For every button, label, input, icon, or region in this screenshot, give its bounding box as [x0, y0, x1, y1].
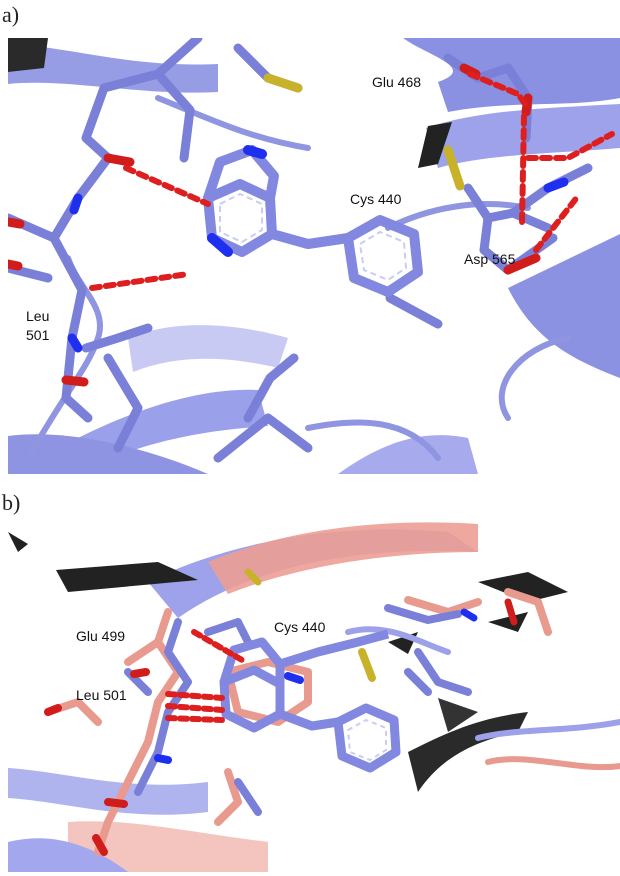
panel-a-structure: Glu 468 Cys 440 Asp 565 Leu 501	[8, 38, 620, 474]
panel-b-ligand	[219, 629, 401, 773]
panel-b-letter: b)	[2, 490, 21, 515]
label-glu-499: Glu 499	[76, 628, 126, 644]
label-glu-468: Glu 468	[372, 74, 422, 90]
panel-a-ligand-aromatic	[219, 192, 408, 282]
label-leu-501: Leu 501	[76, 687, 127, 703]
panel-a-atoms	[8, 63, 569, 387]
panel-b-structure: Glu 499 Cys 440 Leu 501	[8, 522, 620, 872]
panel-b-ligand-aromatic	[346, 718, 387, 762]
label-cys-440: Cys 440	[274, 619, 326, 635]
panel-a-letter: a)	[2, 2, 20, 27]
panel-a-svg	[8, 38, 620, 474]
label-leu-501-line1: Leu	[26, 308, 50, 324]
panel-b-loops	[345, 626, 620, 771]
label-asp-565: Asp 565	[464, 251, 516, 267]
panel-b-svg	[8, 522, 620, 872]
panel-a-hbonds	[89, 71, 615, 291]
label-leu-501-line2: 501	[26, 327, 50, 343]
panel-b-hbonds	[165, 629, 245, 723]
panel-b-atoms	[44, 568, 518, 856]
label-cys-440: Cys 440	[350, 191, 402, 207]
panel-b-ribbons	[8, 522, 568, 872]
